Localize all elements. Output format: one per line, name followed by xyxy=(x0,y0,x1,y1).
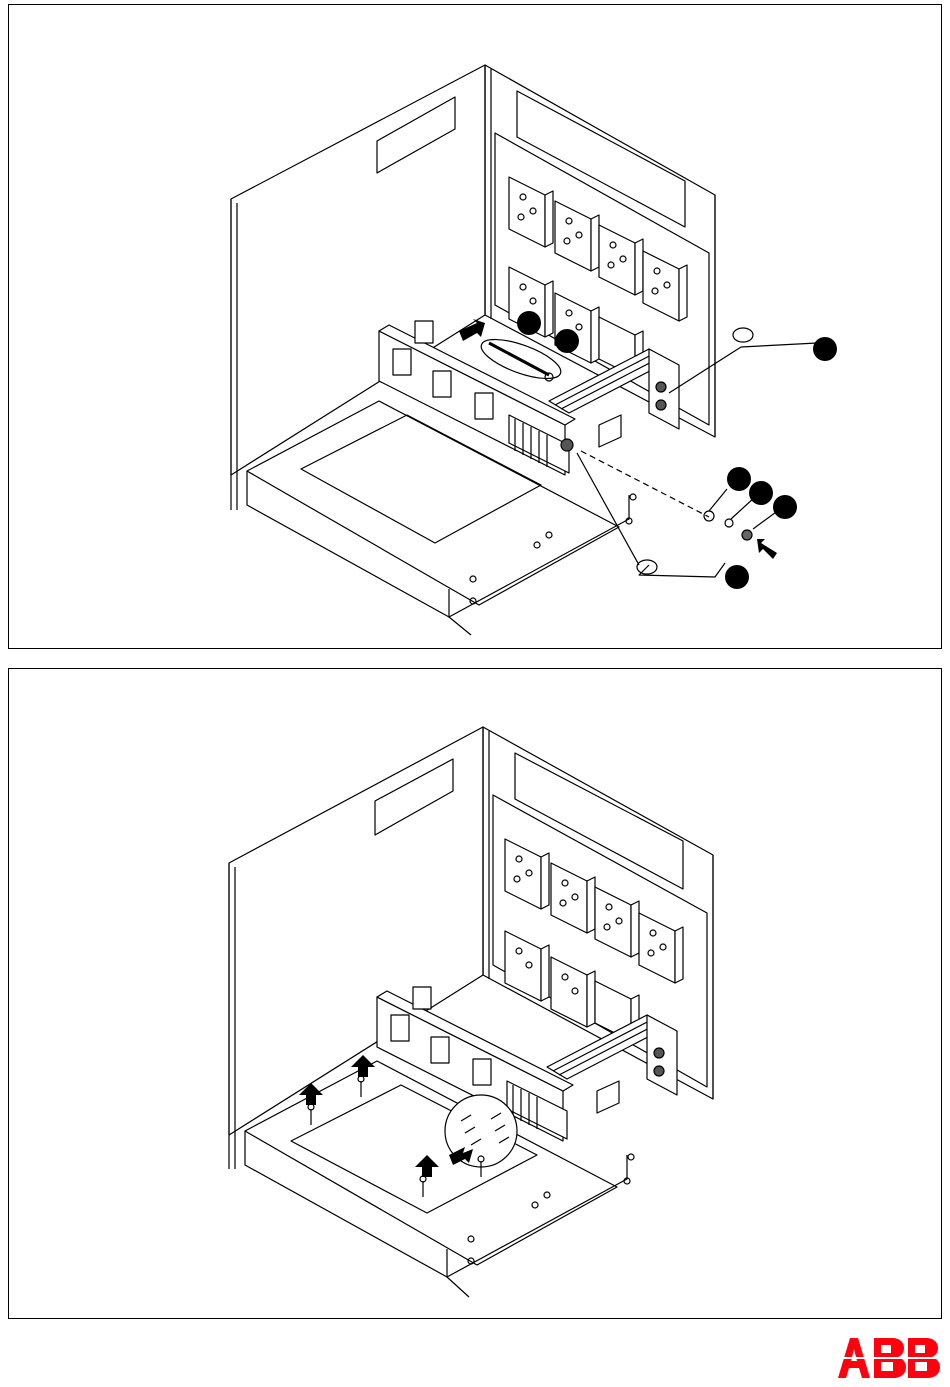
callout-marker-2 xyxy=(555,329,579,353)
callout-marker-5 xyxy=(749,481,773,505)
callout-marker-7 xyxy=(725,565,749,589)
exploded-view-figure-bottom xyxy=(8,668,942,1319)
cabinet-drawing-bottom xyxy=(9,669,943,1320)
exploded-view-figure-top xyxy=(8,4,942,649)
base-tray xyxy=(247,401,636,635)
abb-logo-mark xyxy=(836,1336,942,1380)
callout-marker-4 xyxy=(727,467,751,491)
arrow-icon xyxy=(757,539,777,559)
abb-logo xyxy=(836,1336,942,1380)
base-tray xyxy=(245,1061,634,1297)
callout-marker-3 xyxy=(813,337,837,361)
cabinet-drawing-top xyxy=(9,5,943,650)
callout-marker-1 xyxy=(517,311,541,335)
callout-marker-6 xyxy=(773,495,797,519)
